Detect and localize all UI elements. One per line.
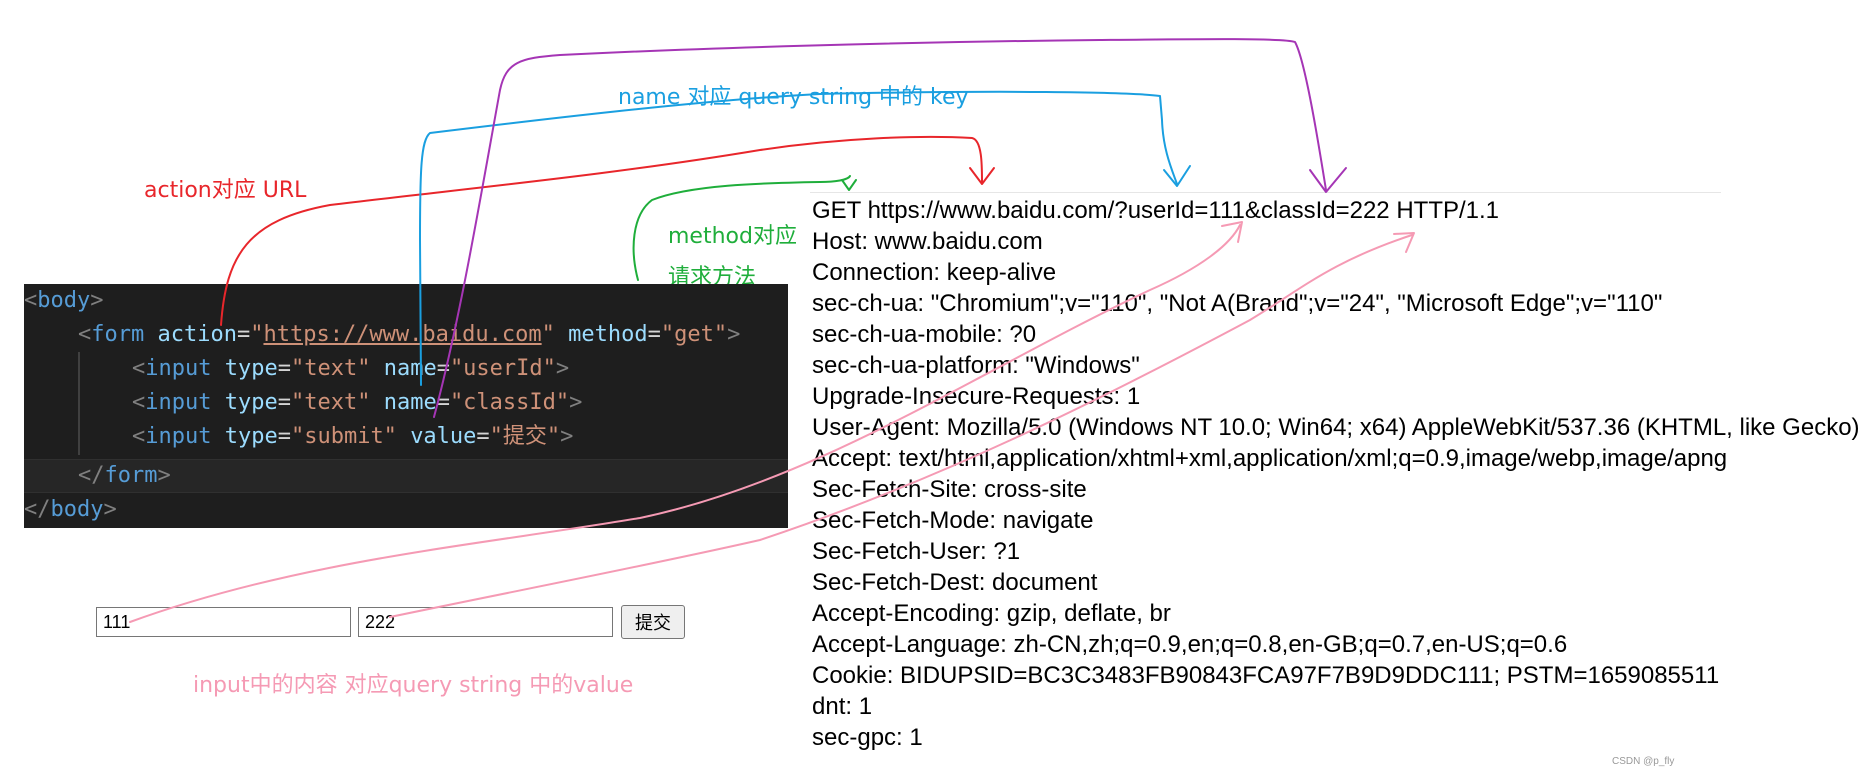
code-line-body-open: <body>: [24, 288, 104, 313]
http-header-line: Connection: keep-alive: [812, 259, 1057, 286]
http-header-line: User-Agent: Mozilla/5.0 (Windows NT 10.0…: [812, 414, 1860, 441]
annotation-name-key: name 对应 query string 中的 key: [618, 85, 969, 110]
code-editor: <body> <form action="https://www.baidu.c…: [24, 284, 788, 528]
http-header-line: sec-ch-ua-platform: "Windows": [812, 352, 1140, 379]
code-line-body-close: </body>: [24, 497, 117, 522]
blue-arrowhead: [1163, 165, 1191, 187]
submit-button[interactable]: 提交: [621, 605, 685, 639]
http-header-line: sec-ch-ua: "Chromium";v="110", "Not A(Br…: [812, 290, 1663, 317]
annotation-input-value: input中的内容 对应query string 中的value: [193, 673, 634, 698]
http-header-line: Upgrade-Insecure-Requests: 1: [812, 383, 1141, 410]
code-line-input-submit: <input type="submit" value="提交">: [132, 424, 574, 449]
http-request-line: GET https://www.baidu.com/?userId=111&cl…: [812, 197, 1500, 224]
indent-guide: [78, 352, 80, 455]
code-line-form-open: <form action="https://www.baidu.com" met…: [78, 322, 741, 347]
http-header-line: Accept-Language: zh-CN,zh;q=0.9,en;q=0.8…: [812, 631, 1568, 658]
http-header-line: sec-gpc: 1: [812, 724, 923, 751]
watermark: CSDN @p_fly: [1612, 756, 1675, 767]
http-header-line: Sec-Fetch-Site: cross-site: [812, 476, 1087, 503]
http-header-line: Sec-Fetch-User: ?1: [812, 538, 1021, 565]
annotation-action-url: action对应 URL: [144, 178, 307, 203]
user-id-input[interactable]: [96, 607, 351, 637]
red-arrowhead: [969, 167, 995, 185]
http-request-panel: GET https://www.baidu.com/?userId=111&cl…: [810, 192, 1860, 763]
http-header-line: dnt: 1: [812, 693, 873, 720]
http-header-line: Host: www.baidu.com: [812, 228, 1043, 255]
code-line-form-close: </form>: [78, 463, 171, 488]
annotation-method-line1: method对应: [668, 224, 797, 249]
http-header-line: Sec-Fetch-Mode: navigate: [812, 507, 1094, 534]
http-header-line: sec-ch-ua-mobile: ?0: [812, 321, 1037, 348]
http-header-line: Cookie: BIDUPSID=BC3C3483FB90843FCA97F7B…: [812, 662, 1720, 689]
green-arrowhead: [841, 179, 857, 191]
http-header-line: Accept-Encoding: gzip, deflate, br: [812, 600, 1171, 627]
code-line-input-userid: <input type="text" name="userId">: [132, 356, 570, 381]
http-header-line: Sec-Fetch-Dest: document: [812, 569, 1098, 596]
code-line-input-classid: <input type="text" name="classId">: [132, 390, 583, 415]
purple-arrowhead: [1309, 167, 1347, 193]
http-header-line: Accept: text/html,application/xhtml+xml,…: [812, 445, 1728, 472]
class-id-input[interactable]: [358, 607, 613, 637]
